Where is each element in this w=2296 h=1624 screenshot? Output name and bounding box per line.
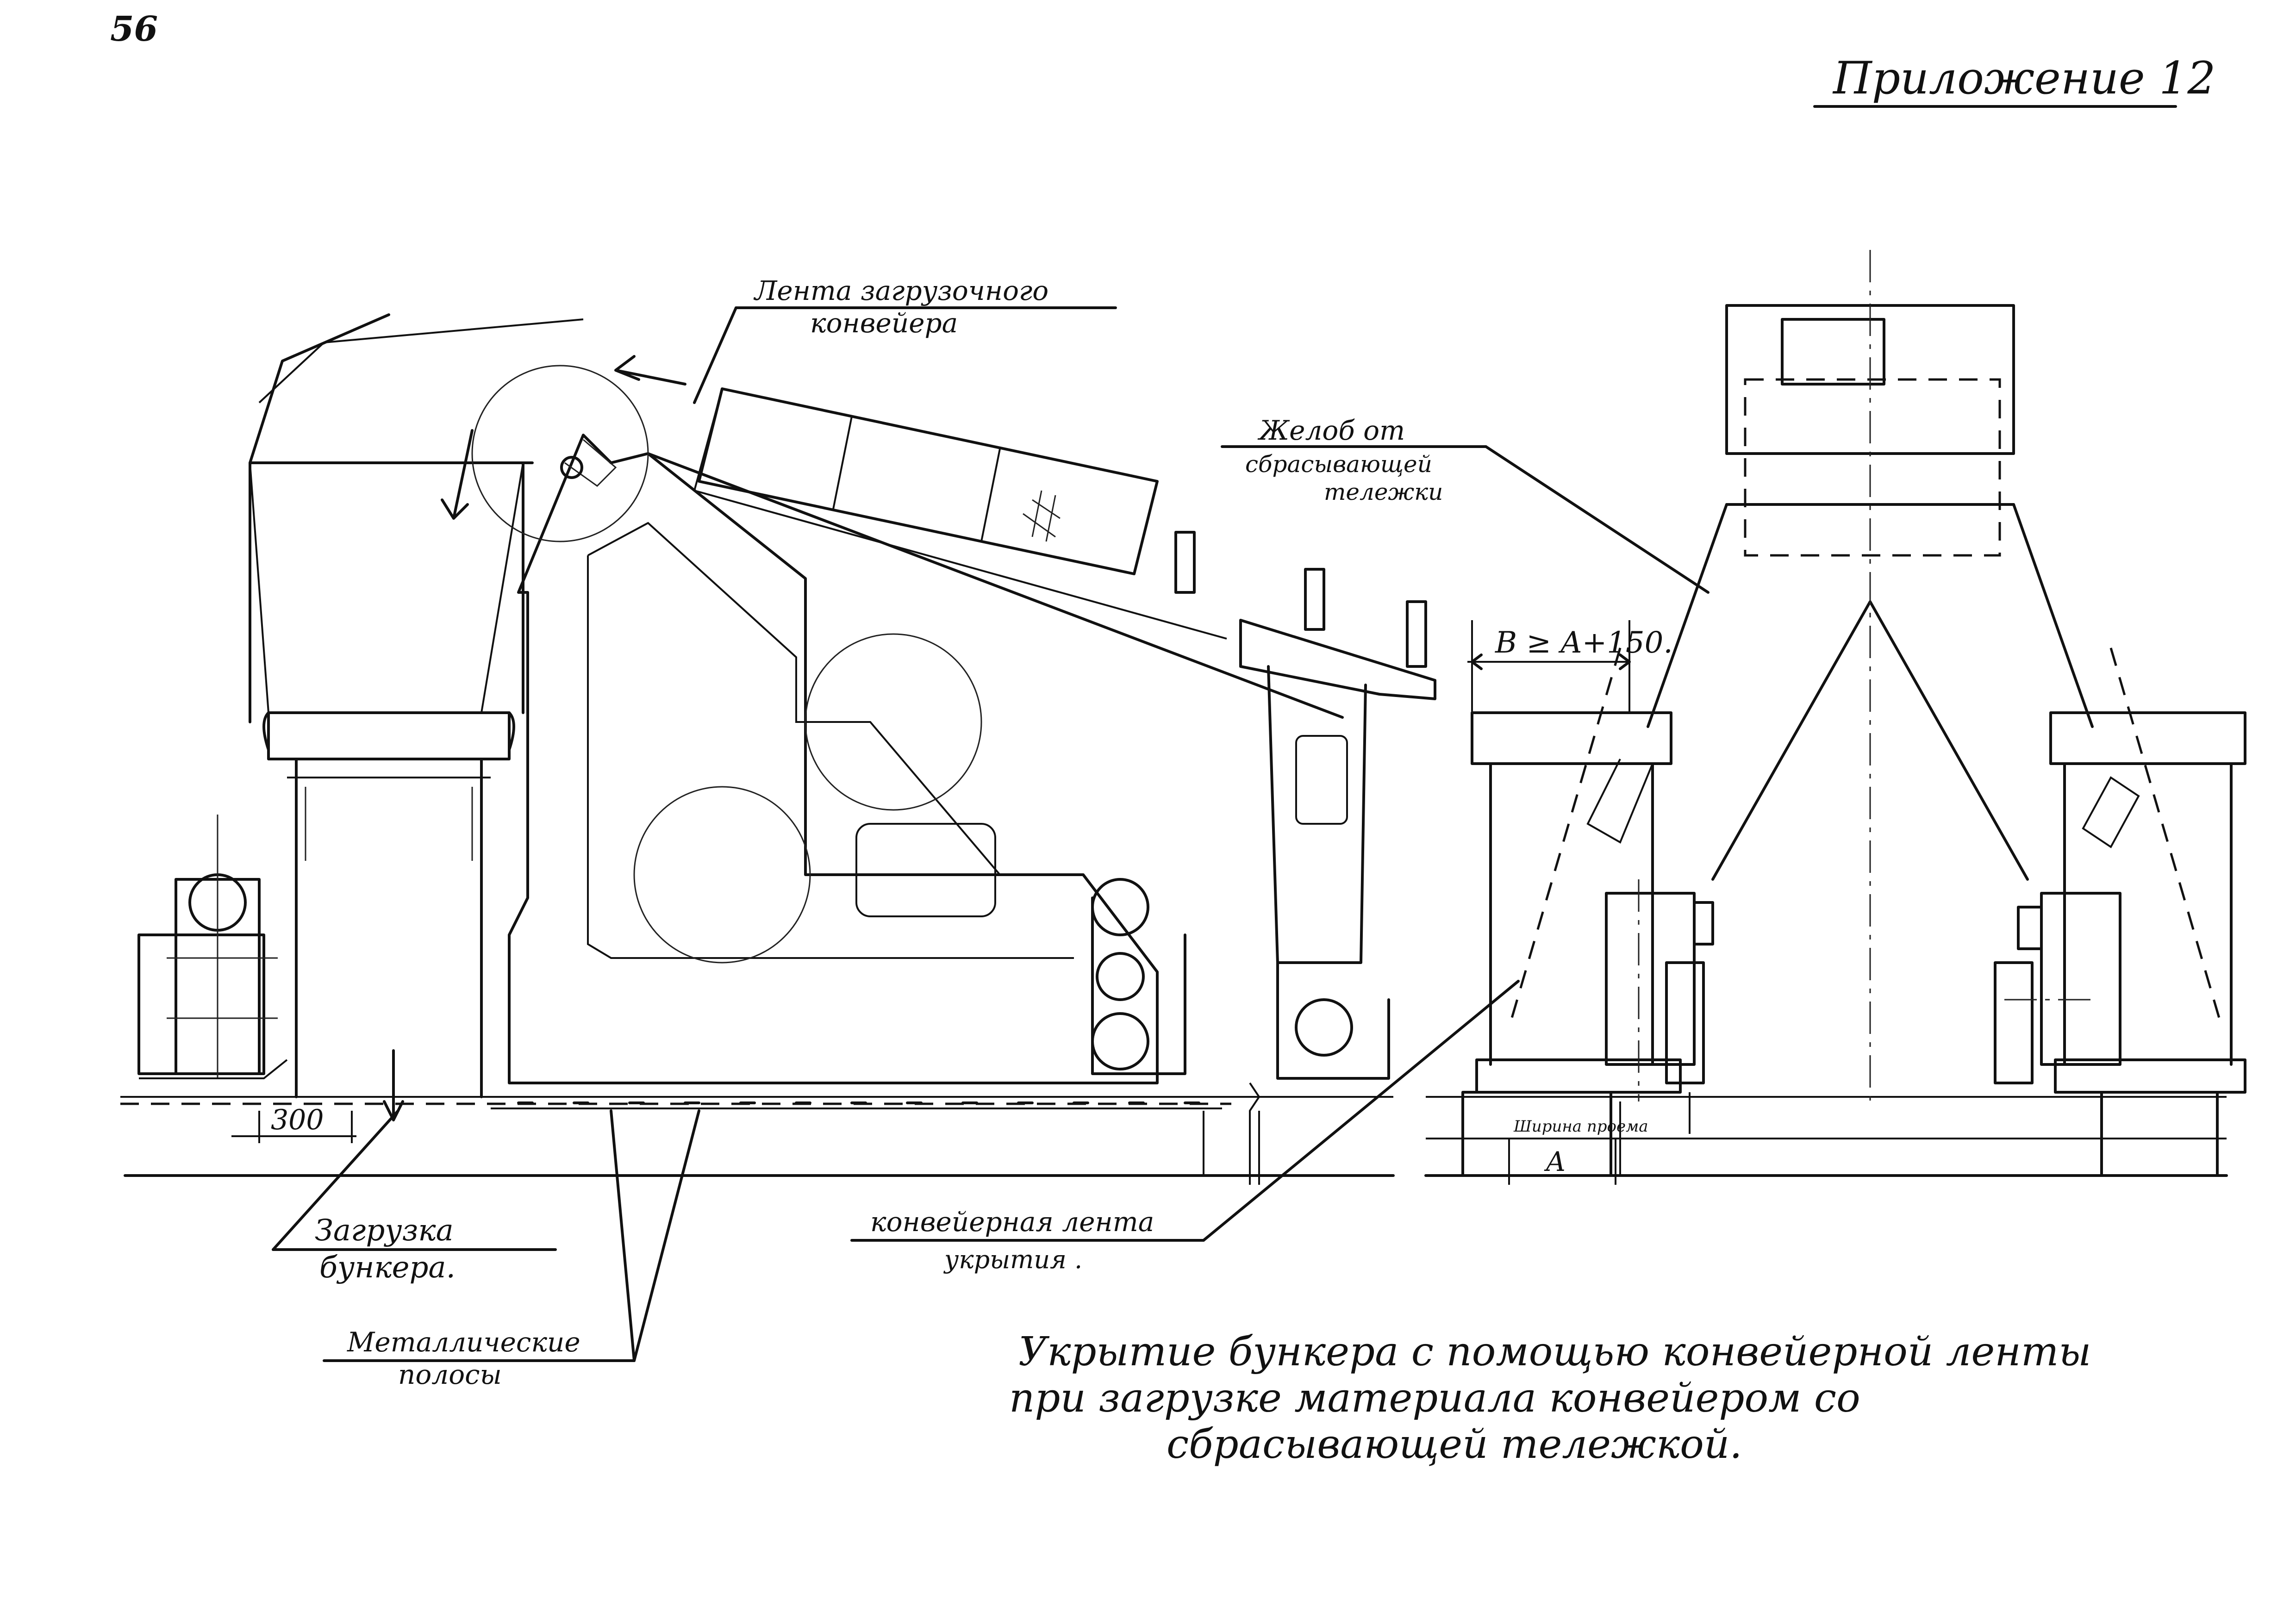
opening-width-label: Ширина проема	[1513, 1117, 1648, 1136]
caption-line2: при загрузке материала конвейером со	[1009, 1375, 1860, 1421]
chute-box	[1508, 250, 2223, 1101]
callout-loading-belt-line1: Лента загрузочного	[753, 275, 1048, 306]
callout-cover-belt-line2: укрытия .	[943, 1245, 1082, 1274]
width-rule-dimension: B ≥ A+150.	[1495, 626, 1673, 660]
end-elevation-view: B ≥ A+150. Ширина проема A	[1424, 250, 2246, 1185]
callout-metal-strips-line2: полосы	[398, 1359, 502, 1390]
callout-chute-line1: Желоб от	[1257, 415, 1405, 446]
callout-loading-belt-line2: конвейера	[810, 307, 958, 339]
callout-chute-line3: тележки	[1324, 479, 1443, 505]
page-number: 56	[110, 9, 158, 49]
dimension-b: B ≥ A+150.	[1467, 620, 1673, 713]
tripper-car	[1091, 531, 1436, 1080]
callout-cover-belt: конвейерная лента укрытия .	[850, 980, 1520, 1274]
gap-dimension: 300	[271, 1104, 324, 1136]
tripper-frame	[471, 365, 1344, 1084]
appendix-label: Приложение 12	[1832, 52, 2215, 104]
loading-conveyor	[441, 355, 1227, 640]
dimension-a: Ширина проема A	[1504, 1117, 1648, 1185]
dimension-300: 300	[231, 1104, 356, 1143]
callout-bunker-loading-line1: Загрузка	[315, 1213, 454, 1248]
caption-line3: сбрасывающей тележкой.	[1167, 1421, 1742, 1468]
callout-chute-line2: сбрасывающей	[1245, 451, 1432, 478]
callout-cover-belt-line1: конвейерная лента	[870, 1206, 1154, 1238]
end-right-bunker	[1994, 711, 2246, 1094]
bunker	[249, 313, 584, 1098]
appendix-title: Приложение 12	[1813, 52, 2215, 108]
drawing-caption: Укрытие бункера с помощью конвейерной ле…	[1009, 1329, 2091, 1468]
callout-loading-belt: Лента загрузочного конвейера	[693, 275, 1117, 404]
callout-bunker-loading: Загрузка бункера.	[272, 1109, 557, 1285]
opening-symbol: A	[1544, 1146, 1566, 1177]
left-support	[137, 815, 288, 1079]
callout-metal-strips-line1: Металлические	[347, 1326, 580, 1358]
callout-bunker-loading-line2: бункера.	[319, 1251, 455, 1285]
callout-metal-strips: Металлические полосы	[323, 1109, 700, 1390]
callout-chute: Желоб от сбрасывающей тележки	[1221, 415, 1710, 594]
end-left-bunker	[1471, 711, 1714, 1101]
side-elevation-view: 300	[120, 313, 1436, 1185]
caption-line1: Укрытие бункера с помощью конвейерной ле…	[1018, 1329, 2091, 1375]
